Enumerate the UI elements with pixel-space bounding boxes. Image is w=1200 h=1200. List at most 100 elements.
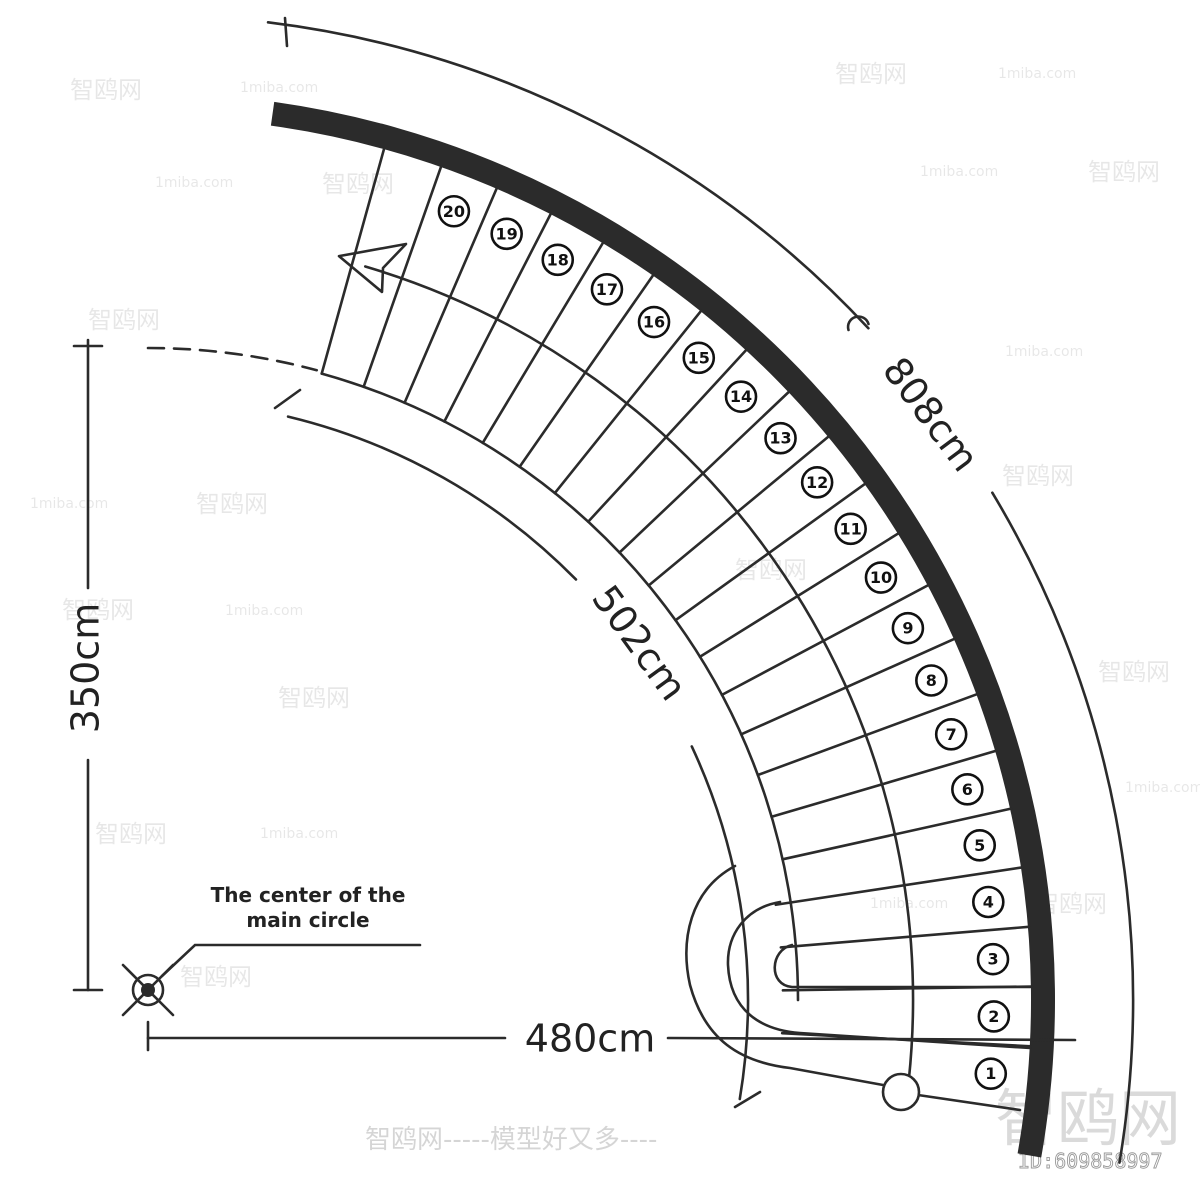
step-number-circle bbox=[724, 380, 758, 413]
handrail-outer-end bbox=[916, 1093, 1022, 1112]
step-number-circle bbox=[934, 717, 968, 751]
step-number-label: 20 bbox=[443, 202, 465, 221]
handrail-inner-loop bbox=[726, 900, 1032, 1050]
step-number-label: 3 bbox=[987, 950, 998, 969]
watermark-brand: 智鸥网 bbox=[196, 490, 268, 518]
step-boundary-line bbox=[320, 146, 386, 375]
step-number-16: 16 bbox=[637, 305, 671, 339]
step-number-5: 5 bbox=[963, 828, 997, 862]
direction-arrow-icon bbox=[337, 242, 408, 294]
watermark-site: 1miba.com bbox=[998, 66, 1076, 82]
step-boundary-line bbox=[403, 186, 499, 405]
outer-arc-dimension-line bbox=[991, 491, 1135, 1164]
step-boundary-line bbox=[647, 434, 831, 587]
step-number-label: 14 bbox=[730, 387, 752, 406]
step-number-circle bbox=[637, 305, 671, 339]
step-number-7: 7 bbox=[934, 717, 968, 751]
step-number-circle bbox=[590, 273, 624, 306]
step-number-19: 19 bbox=[490, 217, 523, 251]
step-number-circle bbox=[891, 611, 925, 645]
step-boundary-line bbox=[443, 211, 553, 423]
arc-symbol-icon bbox=[846, 315, 870, 332]
step-number-circle bbox=[437, 194, 471, 228]
step-number-label: 13 bbox=[769, 429, 791, 448]
watermark-brand: 智鸥网 bbox=[70, 76, 142, 104]
step-number-label: 15 bbox=[688, 348, 710, 367]
watermark-brand: 智鸥网 bbox=[95, 820, 167, 848]
step-number-label: 1 bbox=[985, 1064, 996, 1083]
horizontal-dimension-label: 480cm bbox=[525, 1017, 655, 1061]
stair-inner-edge bbox=[320, 372, 800, 1002]
step-number-label: 19 bbox=[496, 224, 518, 243]
step-number-label: 9 bbox=[902, 619, 913, 638]
step-boundary-line bbox=[739, 637, 957, 736]
watermark-slogan: 智鸥网-----模型好又多---- bbox=[365, 1125, 657, 1155]
dimension-tick bbox=[283, 16, 289, 48]
watermark-brand: 智鸥网 bbox=[1098, 658, 1170, 686]
step-number-circle bbox=[976, 942, 1010, 976]
step-boundary-line bbox=[553, 309, 703, 495]
inner-arc-dimension-line bbox=[286, 415, 578, 581]
step-number-circle bbox=[963, 828, 997, 862]
horizontal-dimension-line bbox=[666, 1036, 1077, 1042]
step-boundary-line bbox=[481, 240, 605, 445]
step-boundary-line bbox=[518, 273, 655, 469]
step-boundary-line bbox=[618, 390, 791, 554]
step-boundary-line bbox=[586, 348, 748, 524]
step-number-circle bbox=[972, 885, 1005, 919]
step-number-label: 11 bbox=[840, 519, 862, 538]
step-number-15: 15 bbox=[682, 341, 716, 375]
watermark-id: ID:609858997 bbox=[1018, 1149, 1163, 1173]
step-boundary-line bbox=[720, 583, 930, 697]
step-boundary-line bbox=[756, 692, 979, 777]
step-number-8: 8 bbox=[915, 664, 948, 697]
step-number-circle bbox=[974, 1057, 1008, 1091]
watermark-brand: 智鸥网 bbox=[88, 306, 160, 334]
inner-arc-dimension-label: 502cm bbox=[583, 577, 695, 708]
watermark-site: 1miba.com bbox=[240, 80, 318, 96]
step-number-12: 12 bbox=[800, 466, 834, 499]
walking-line bbox=[363, 265, 915, 1082]
step-number-circle bbox=[951, 773, 984, 806]
watermark-brand: 智鸥网 bbox=[322, 170, 394, 198]
watermark-site: 1miba.com bbox=[920, 164, 998, 180]
dimension-tick bbox=[273, 388, 302, 410]
step-number-20: 20 bbox=[437, 194, 471, 228]
step-number-label: 16 bbox=[643, 313, 665, 332]
watermark-brand: 智鸥网 bbox=[278, 684, 350, 712]
dimension-tick bbox=[733, 1090, 762, 1109]
step-number-label: 2 bbox=[988, 1007, 999, 1026]
step-number-label: 8 bbox=[926, 671, 937, 690]
step-number-9: 9 bbox=[891, 611, 925, 645]
step-boundary-line bbox=[698, 531, 900, 659]
newel-post bbox=[881, 1072, 921, 1112]
center-note-line1: The center of the bbox=[211, 883, 406, 907]
step-number-label: 17 bbox=[596, 280, 618, 299]
center-mark-icon bbox=[131, 973, 165, 1007]
step-number-label: 6 bbox=[962, 780, 973, 799]
watermark-site: 1miba.com bbox=[225, 603, 303, 619]
step-number-circle bbox=[682, 341, 716, 375]
watermark-brand: 智鸥网 bbox=[835, 60, 907, 88]
step-number-label: 5 bbox=[974, 836, 985, 855]
watermark-site: 1miba.com bbox=[1125, 780, 1200, 796]
outer-wall bbox=[270, 101, 1055, 1158]
step-number-4: 4 bbox=[972, 885, 1005, 919]
step-number-14: 14 bbox=[724, 380, 758, 413]
step-number-circle bbox=[800, 466, 834, 499]
outer-arc-dimension-line bbox=[266, 21, 870, 330]
step-number-18: 18 bbox=[541, 243, 575, 277]
step-number-circle bbox=[915, 664, 948, 697]
step-number-11: 11 bbox=[834, 512, 867, 546]
handrail-outer-loop bbox=[685, 864, 885, 1087]
vertical-dimension-label: 350cm bbox=[64, 603, 108, 733]
step-number-label: 7 bbox=[946, 725, 957, 744]
step-number-circle bbox=[490, 217, 523, 251]
watermark-brand: 智鸥网 bbox=[62, 596, 134, 624]
center-note-line2: main circle bbox=[246, 908, 369, 932]
step-number-label: 10 bbox=[870, 568, 892, 587]
handrail-start-u bbox=[773, 943, 1032, 989]
step-boundary-line bbox=[779, 925, 1031, 949]
